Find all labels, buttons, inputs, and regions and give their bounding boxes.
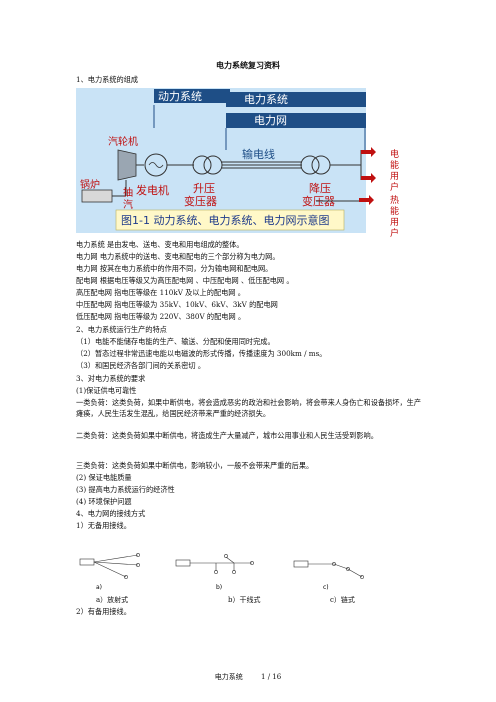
def-line: 电力网 电力系统中的送电、变电和配电的三个部分称为电力网。: [76, 252, 280, 261]
def-line: 电力系统 是由发电、送电、变电和用电组成的整体。: [76, 240, 244, 249]
label-step-up-2: 变压器: [184, 194, 217, 208]
requirement-item: (2) 保证电能质量: [76, 473, 132, 482]
requirement-item: (3) 提高电力系统运行的经济性: [76, 485, 175, 494]
def-line: 低压配电网 指电压等级为 220V、380V 的配电网 。: [76, 312, 246, 321]
def-line: 电力网 按其在电力系统中的作用不同，分为输电网和配电网。: [76, 264, 273, 273]
label-step-down: 降压: [309, 181, 331, 195]
label-power-system: 动力系统: [158, 90, 202, 103]
load-class-2: 二类负荷：这类负荷如果中断供电，将造成生产大量减产，城市公用事业和人民生活受到影…: [76, 431, 378, 440]
caption-radial: a）放射式: [96, 596, 129, 604]
list-item: （3）和国民经济各部门间的关系密切 。: [76, 361, 206, 370]
section-heading-1: 1、电力系统的组成: [76, 75, 139, 84]
label-power-users: 电能用户: [390, 150, 400, 193]
caption-trunk: b）干线式: [228, 596, 261, 604]
fig-label-c: c): [323, 584, 329, 591]
list-item: （2）暂态过程非常迅速电能以电磁波的形式传播，传播速度为 300km / ms。: [76, 349, 327, 358]
load-class-1: 一类负荷：这类负荷，如果中断供电，将会造成恶劣的政治和社会影响，将会带来人身伤亡…: [76, 398, 422, 418]
label-transmission-line: 输电线: [242, 147, 275, 161]
caption-chain: c）链式: [330, 596, 355, 604]
wiring-figures: a) b) c): [79, 553, 364, 591]
section-heading-2: 2、电力系统运行生产的特点: [76, 325, 167, 334]
label-steam-turbine: 汽轮机: [108, 135, 138, 148]
trunk-diagram: b): [175, 554, 254, 591]
boiler-icon: [81, 189, 113, 203]
footer-doc-name: 电力系统: [214, 673, 243, 681]
requirement-item: (4) 环境保护问题: [76, 497, 132, 506]
power-system-diagram: 动力系统 电力系统 电力网 汽轮机 锅炉 抽 汽 发电机 升压 变压器 输电线 …: [76, 88, 376, 233]
fig-label-b: b): [216, 584, 222, 591]
page-footer: 电力系统 1 / 16: [0, 672, 496, 682]
list-item: （1）电能不能储存电能的生产、输送、分配和使用同时完成。: [76, 337, 275, 346]
step-down-transformer-icon: [300, 155, 320, 175]
def-line: 配电网 根据电压等级又为高压配电网 、中压配电网 、低压配电网 。: [76, 276, 294, 285]
turbine-icon: [117, 149, 137, 181]
radial-diagram: a): [79, 553, 140, 591]
section-heading-3: 3、对电力系统的要求: [76, 374, 146, 383]
label-electric-system: 电力系统: [244, 93, 288, 106]
subsection-heading: 2）有备用接线。: [76, 607, 131, 616]
page-number: 1 / 16: [261, 673, 282, 681]
load-class-3: 三类负荷：这类负荷如果中断供电，影响较小，一般不会带来严重的后果。: [76, 461, 314, 470]
def-line: 高压配电网 指电压等级在 110kV 及以上的配电网 。: [76, 288, 245, 297]
chain-diagram: c): [293, 560, 364, 591]
label-grid: 电力网: [254, 114, 287, 127]
label-extraction-2: 汽: [123, 198, 133, 211]
label-generator: 发电机: [136, 183, 169, 197]
figure-caption: 图1-1 动力系统、电力系统、电力网示意图: [121, 213, 329, 227]
section-heading-4: 4、电力网的接线方式: [76, 509, 146, 518]
def-line: 中压配电网 指电压等级为 35kV、10kV、6kV、3kV 的配电网: [76, 300, 278, 309]
page-title: 电力系统复习资料: [216, 60, 280, 70]
label-extraction: 抽: [123, 186, 133, 199]
label-boiler: 锅炉: [80, 179, 100, 191]
label-heat-users: 热能用户: [390, 196, 400, 239]
fig-label-a: a): [96, 584, 102, 591]
requirement-item: (1)保证供电可靠性: [76, 386, 137, 395]
subsection-heading: 1）无备用接线。: [76, 521, 131, 530]
step-up-transformer-icon: [192, 155, 212, 175]
label-step-up: 升压: [193, 182, 215, 195]
